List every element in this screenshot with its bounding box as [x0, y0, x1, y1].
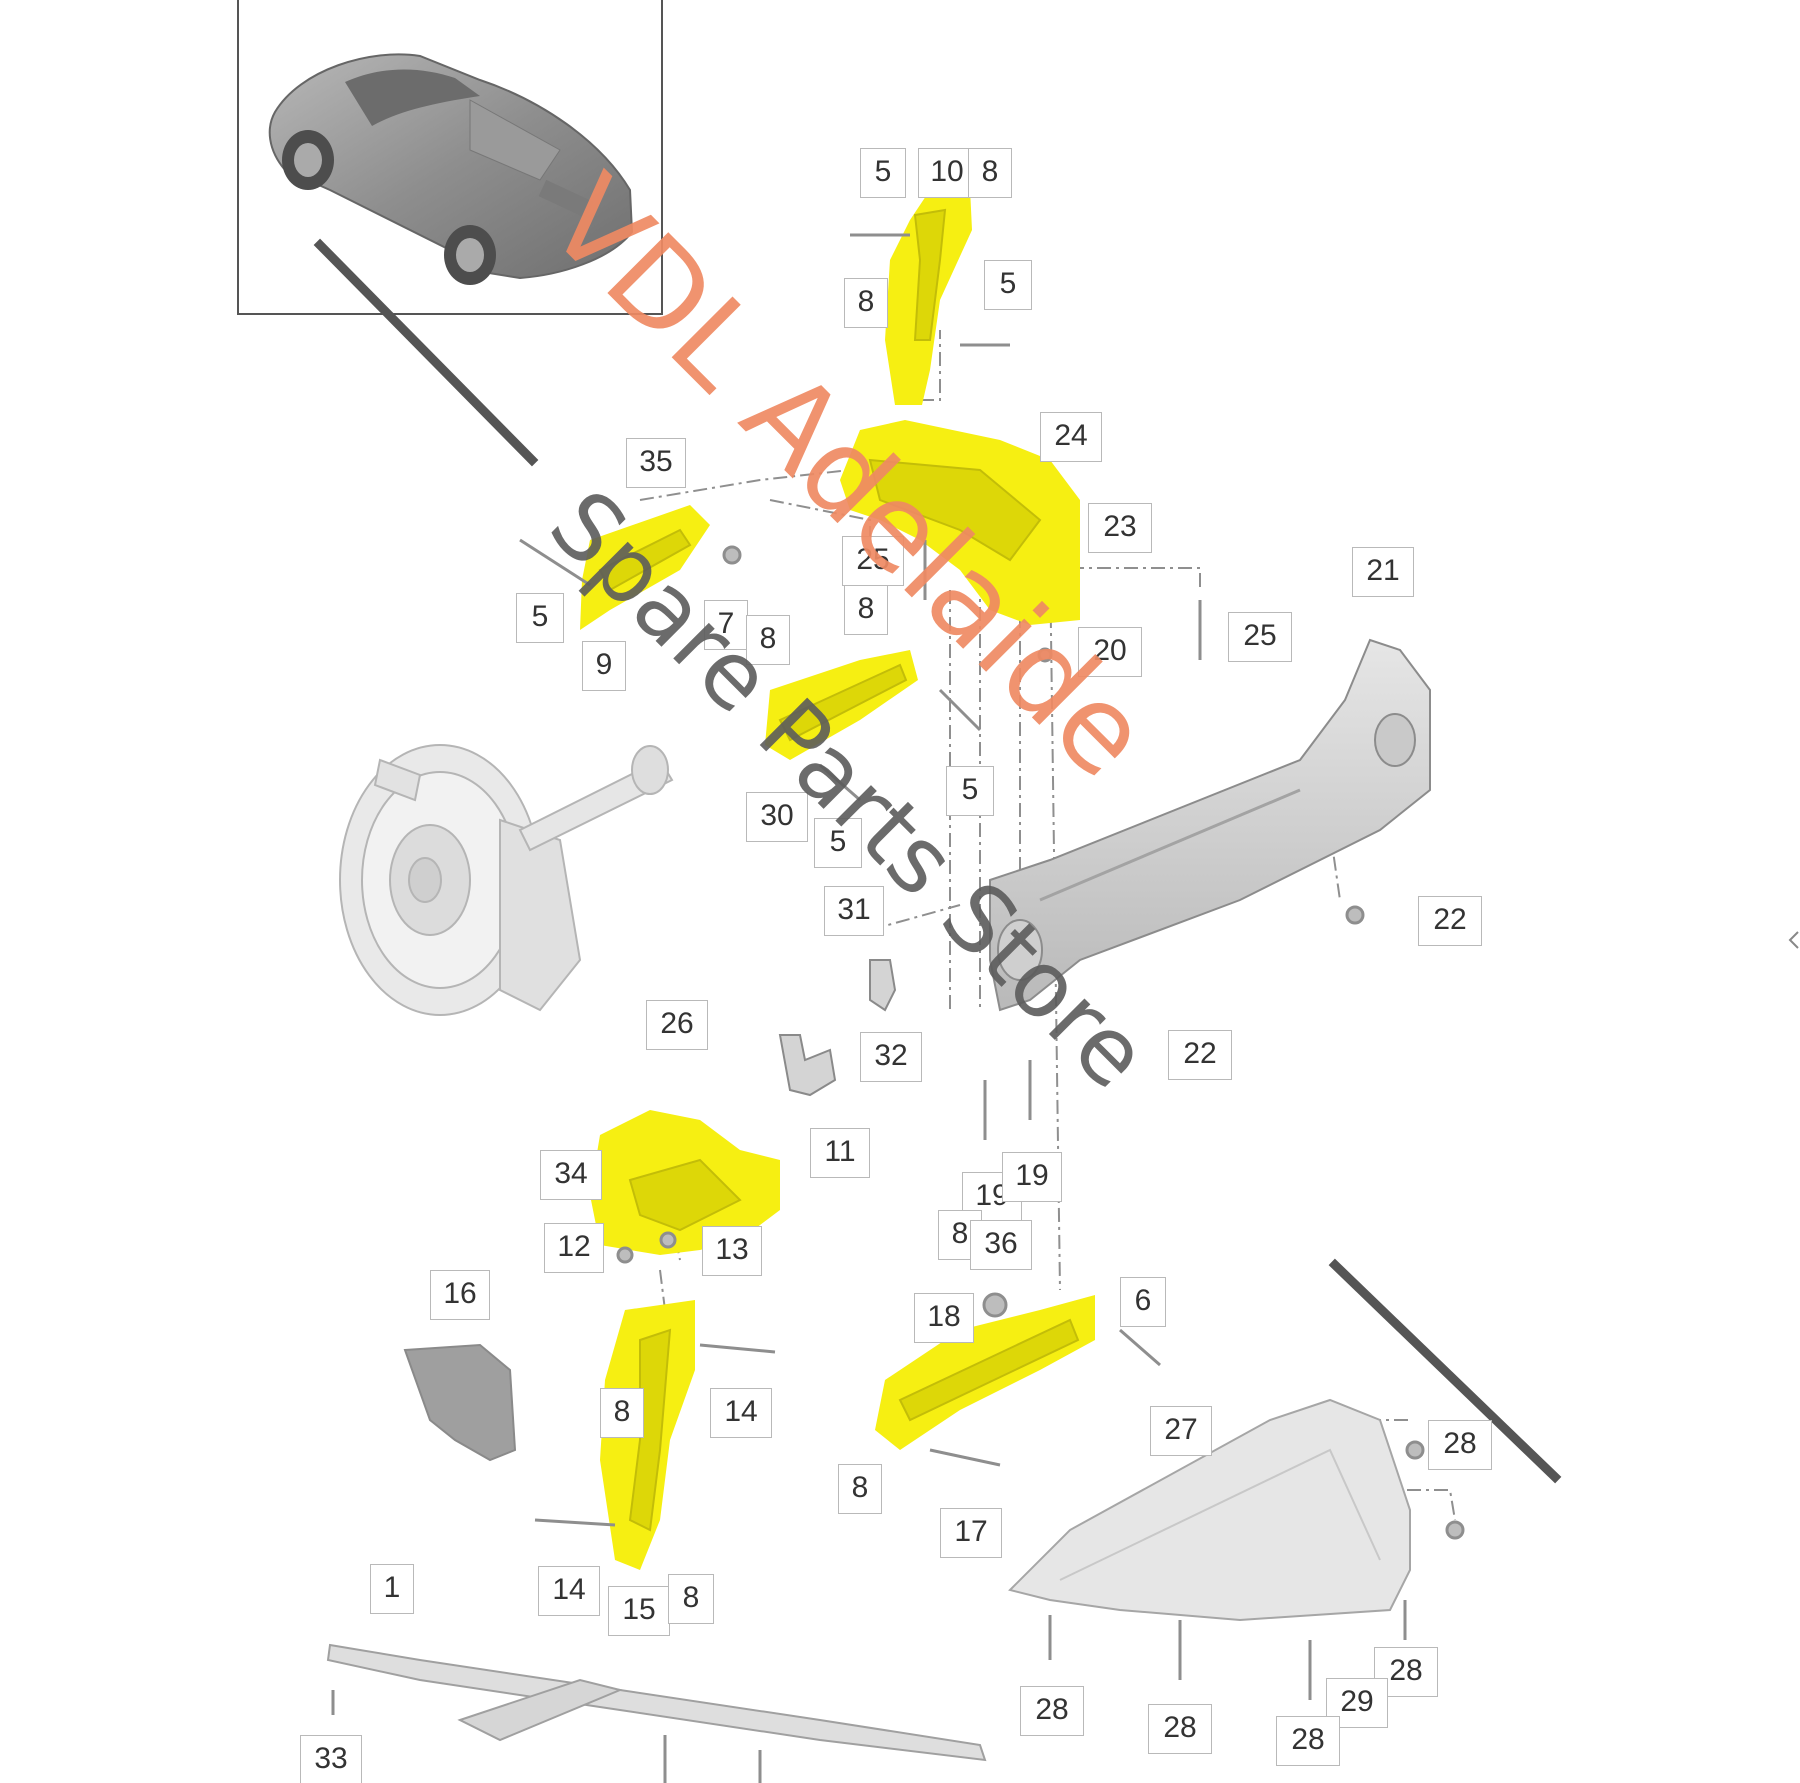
- rear-crossmember: [989, 638, 1431, 1012]
- callout-25: 25: [842, 536, 904, 586]
- callout-1: 1: [370, 1564, 414, 1614]
- callout-8: 8: [968, 148, 1012, 198]
- callout-5: 5: [516, 593, 564, 643]
- callout-20: 20: [1078, 627, 1142, 677]
- callout-34: 34: [540, 1150, 602, 1200]
- link-arms: [598, 208, 1080, 1532]
- callout-32: 32: [860, 1032, 922, 1082]
- callout-5: 5: [984, 260, 1032, 310]
- callout-8: 8: [844, 278, 888, 328]
- callout-17: 17: [940, 1508, 1002, 1558]
- callout-28: 28: [1148, 1704, 1212, 1754]
- callout-19: 19: [1002, 1152, 1062, 1202]
- callout-26: 26: [646, 1000, 708, 1050]
- callout-5: 5: [946, 766, 994, 816]
- small-brackets: [403, 959, 897, 1462]
- callout-8: 8: [746, 615, 790, 665]
- callout-14: 14: [538, 1566, 600, 1616]
- callout-13: 13: [702, 1226, 762, 1276]
- callout-33: 33: [300, 1735, 362, 1783]
- callout-6: 6: [1120, 1277, 1166, 1327]
- callout-11: 11: [810, 1128, 870, 1178]
- callout-8: 8: [668, 1574, 714, 1624]
- underbody-panel: [1008, 1398, 1411, 1622]
- callout-23: 23: [1088, 503, 1152, 553]
- callout-14: 14: [710, 1388, 772, 1438]
- callout-16: 16: [430, 1270, 490, 1320]
- callout-10: 10: [918, 148, 976, 198]
- callout-31: 31: [824, 886, 884, 936]
- callout-22: 22: [1418, 896, 1482, 946]
- callout-22: 22: [1168, 1030, 1232, 1080]
- callout-12: 12: [544, 1223, 604, 1273]
- callout-28: 28: [1428, 1420, 1492, 1470]
- callout-28: 28: [1276, 1716, 1340, 1766]
- watermark-strokes: [313, 238, 1562, 1484]
- callout-21: 21: [1352, 547, 1414, 597]
- callout-5: 5: [860, 148, 906, 198]
- car-image: [268, 53, 634, 285]
- callout-15: 15: [608, 1586, 670, 1636]
- wheel-hub-assembly: [339, 744, 674, 1016]
- callout-27: 27: [1150, 1406, 1212, 1456]
- callout-18: 18: [914, 1293, 974, 1343]
- callout-29: 29: [1326, 1678, 1388, 1728]
- callout-7: 7: [704, 600, 748, 650]
- car-thumbnail: [237, 0, 663, 315]
- callout-25: 25: [1228, 612, 1292, 662]
- edge-arrow-mark: [1788, 931, 1799, 949]
- lower-cross-tube: [326, 1643, 987, 1762]
- callout-8: 8: [600, 1388, 644, 1438]
- callout-8: 8: [844, 585, 888, 635]
- callout-28: 28: [1020, 1686, 1084, 1736]
- callout-36: 36: [970, 1220, 1032, 1270]
- callout-5: 5: [814, 818, 862, 868]
- callout-30: 30: [746, 792, 808, 842]
- callout-8: 8: [838, 1464, 882, 1514]
- callout-35: 35: [626, 438, 686, 488]
- callout-9: 9: [582, 641, 626, 691]
- callout-24: 24: [1040, 412, 1102, 462]
